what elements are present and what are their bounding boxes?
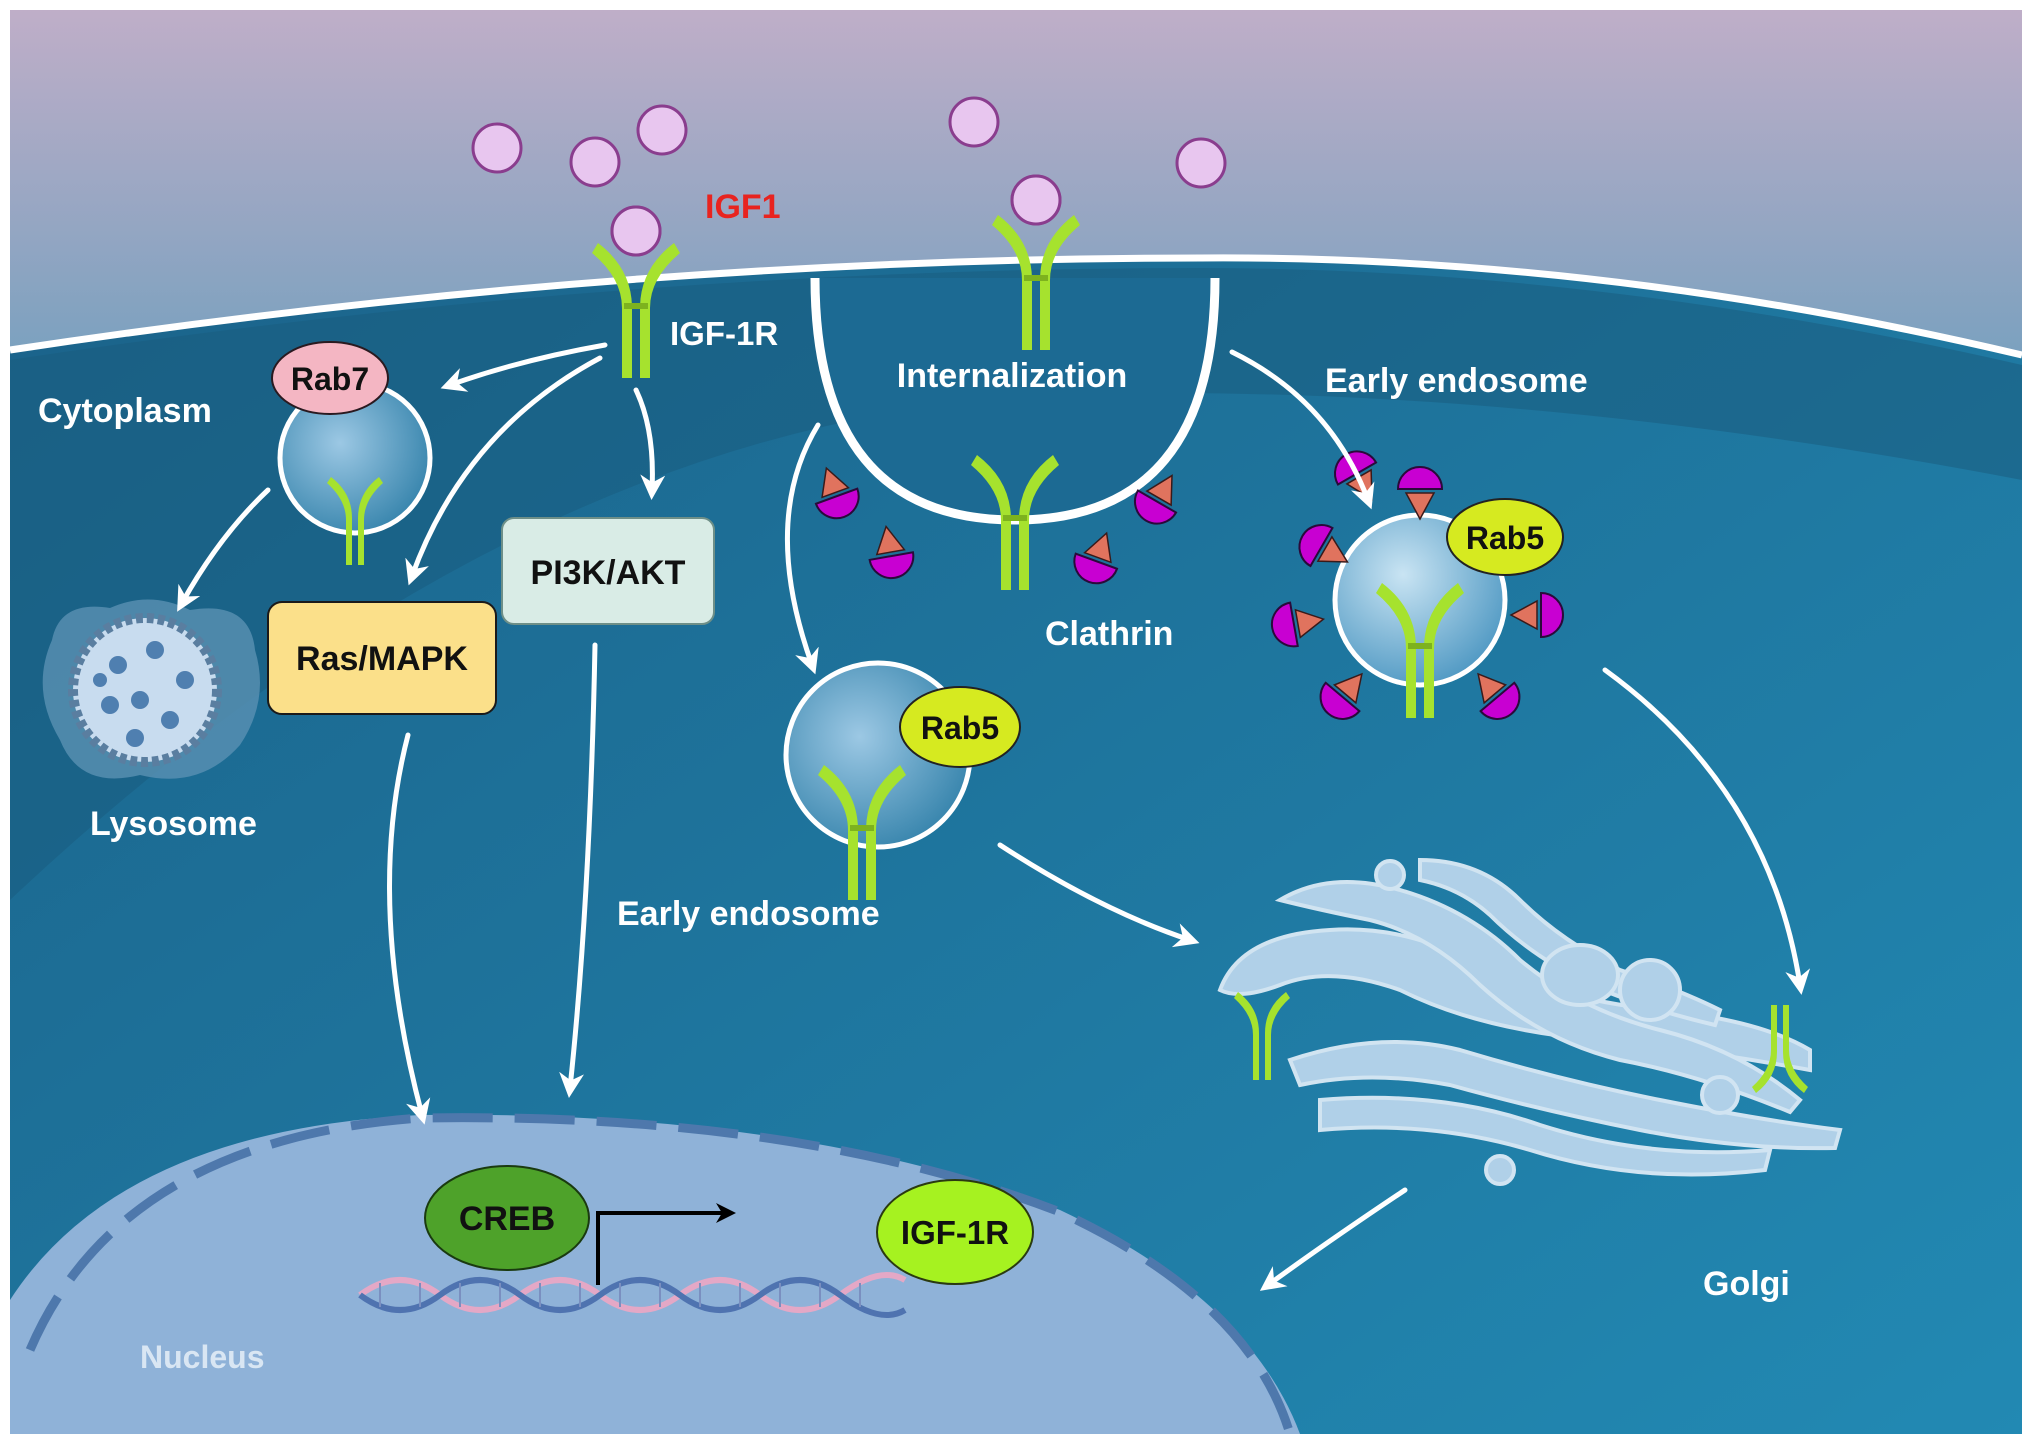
rab5-center-label: Rab5 [921,710,999,746]
rab5-right-badge [1446,498,1564,576]
clathrin-label: Clathrin [1045,615,1173,653]
arrow-receptor-to-rab7 [440,342,608,392]
creb-label: CREB [459,1200,555,1238]
dna-helix [358,1272,907,1318]
nuclear-envelope [25,1113,1295,1436]
arrow-pi3k-to-nucleus [559,642,598,1098]
arrow-pit-to-coated-endosome [1229,349,1375,510]
rab5-center-badge [899,686,1021,768]
arrow-golgi-to-nucleus [1259,1187,1408,1291]
golgi-apparatus [1217,857,1843,1186]
early-endosome-center-label: Early endosome [617,895,880,933]
arrow-receptor-to-ras-mapk [405,355,603,586]
early-endosome-right-label: Early endosome [1325,362,1588,400]
arrow-ras-mapk-to-nucleus [387,732,431,1125]
golgi-label: Golgi [1703,1265,1790,1303]
cytoplasm-shade [10,268,2022,900]
lysosome-label: Lysosome [90,805,257,843]
igf1r-membrane-label: IGF-1R [670,315,778,352]
rab5-right-label: Rab5 [1466,520,1544,556]
igf1-label: IGF1 [705,188,781,226]
internalization-label: Internalization [897,357,1127,395]
ras-mapk-box [267,601,497,715]
transcription-arrow [596,1203,736,1285]
creb-badge [424,1165,590,1271]
pi3k-akt-box [501,517,715,625]
arrow-rab7-to-lysosome [177,487,271,612]
rab7-badge [271,341,389,415]
plasma-membrane [9,254,2023,359]
lysosome-organelle [42,599,260,779]
arrow-endosome-to-golgi [997,842,1200,948]
arrow-coated-endosome-to-golgi [1602,667,1811,995]
igf1r-nucleus-label: IGF-1R [901,1214,1009,1251]
igf1r-nucleus-badge [876,1179,1034,1285]
ras-mapk-label: Ras/MAPK [296,640,468,678]
cytoplasm-label: Cytoplasm [38,392,212,430]
arrow-receptor-to-pi3k [633,387,666,500]
nucleus-label: Nucleus [140,1339,264,1375]
arrow-pit-to-early-endosome [784,422,821,675]
pi3k-akt-label: PI3K/AKT [531,554,686,592]
pathway-arrows [177,342,1811,1291]
rab7-label: Rab7 [291,361,369,397]
